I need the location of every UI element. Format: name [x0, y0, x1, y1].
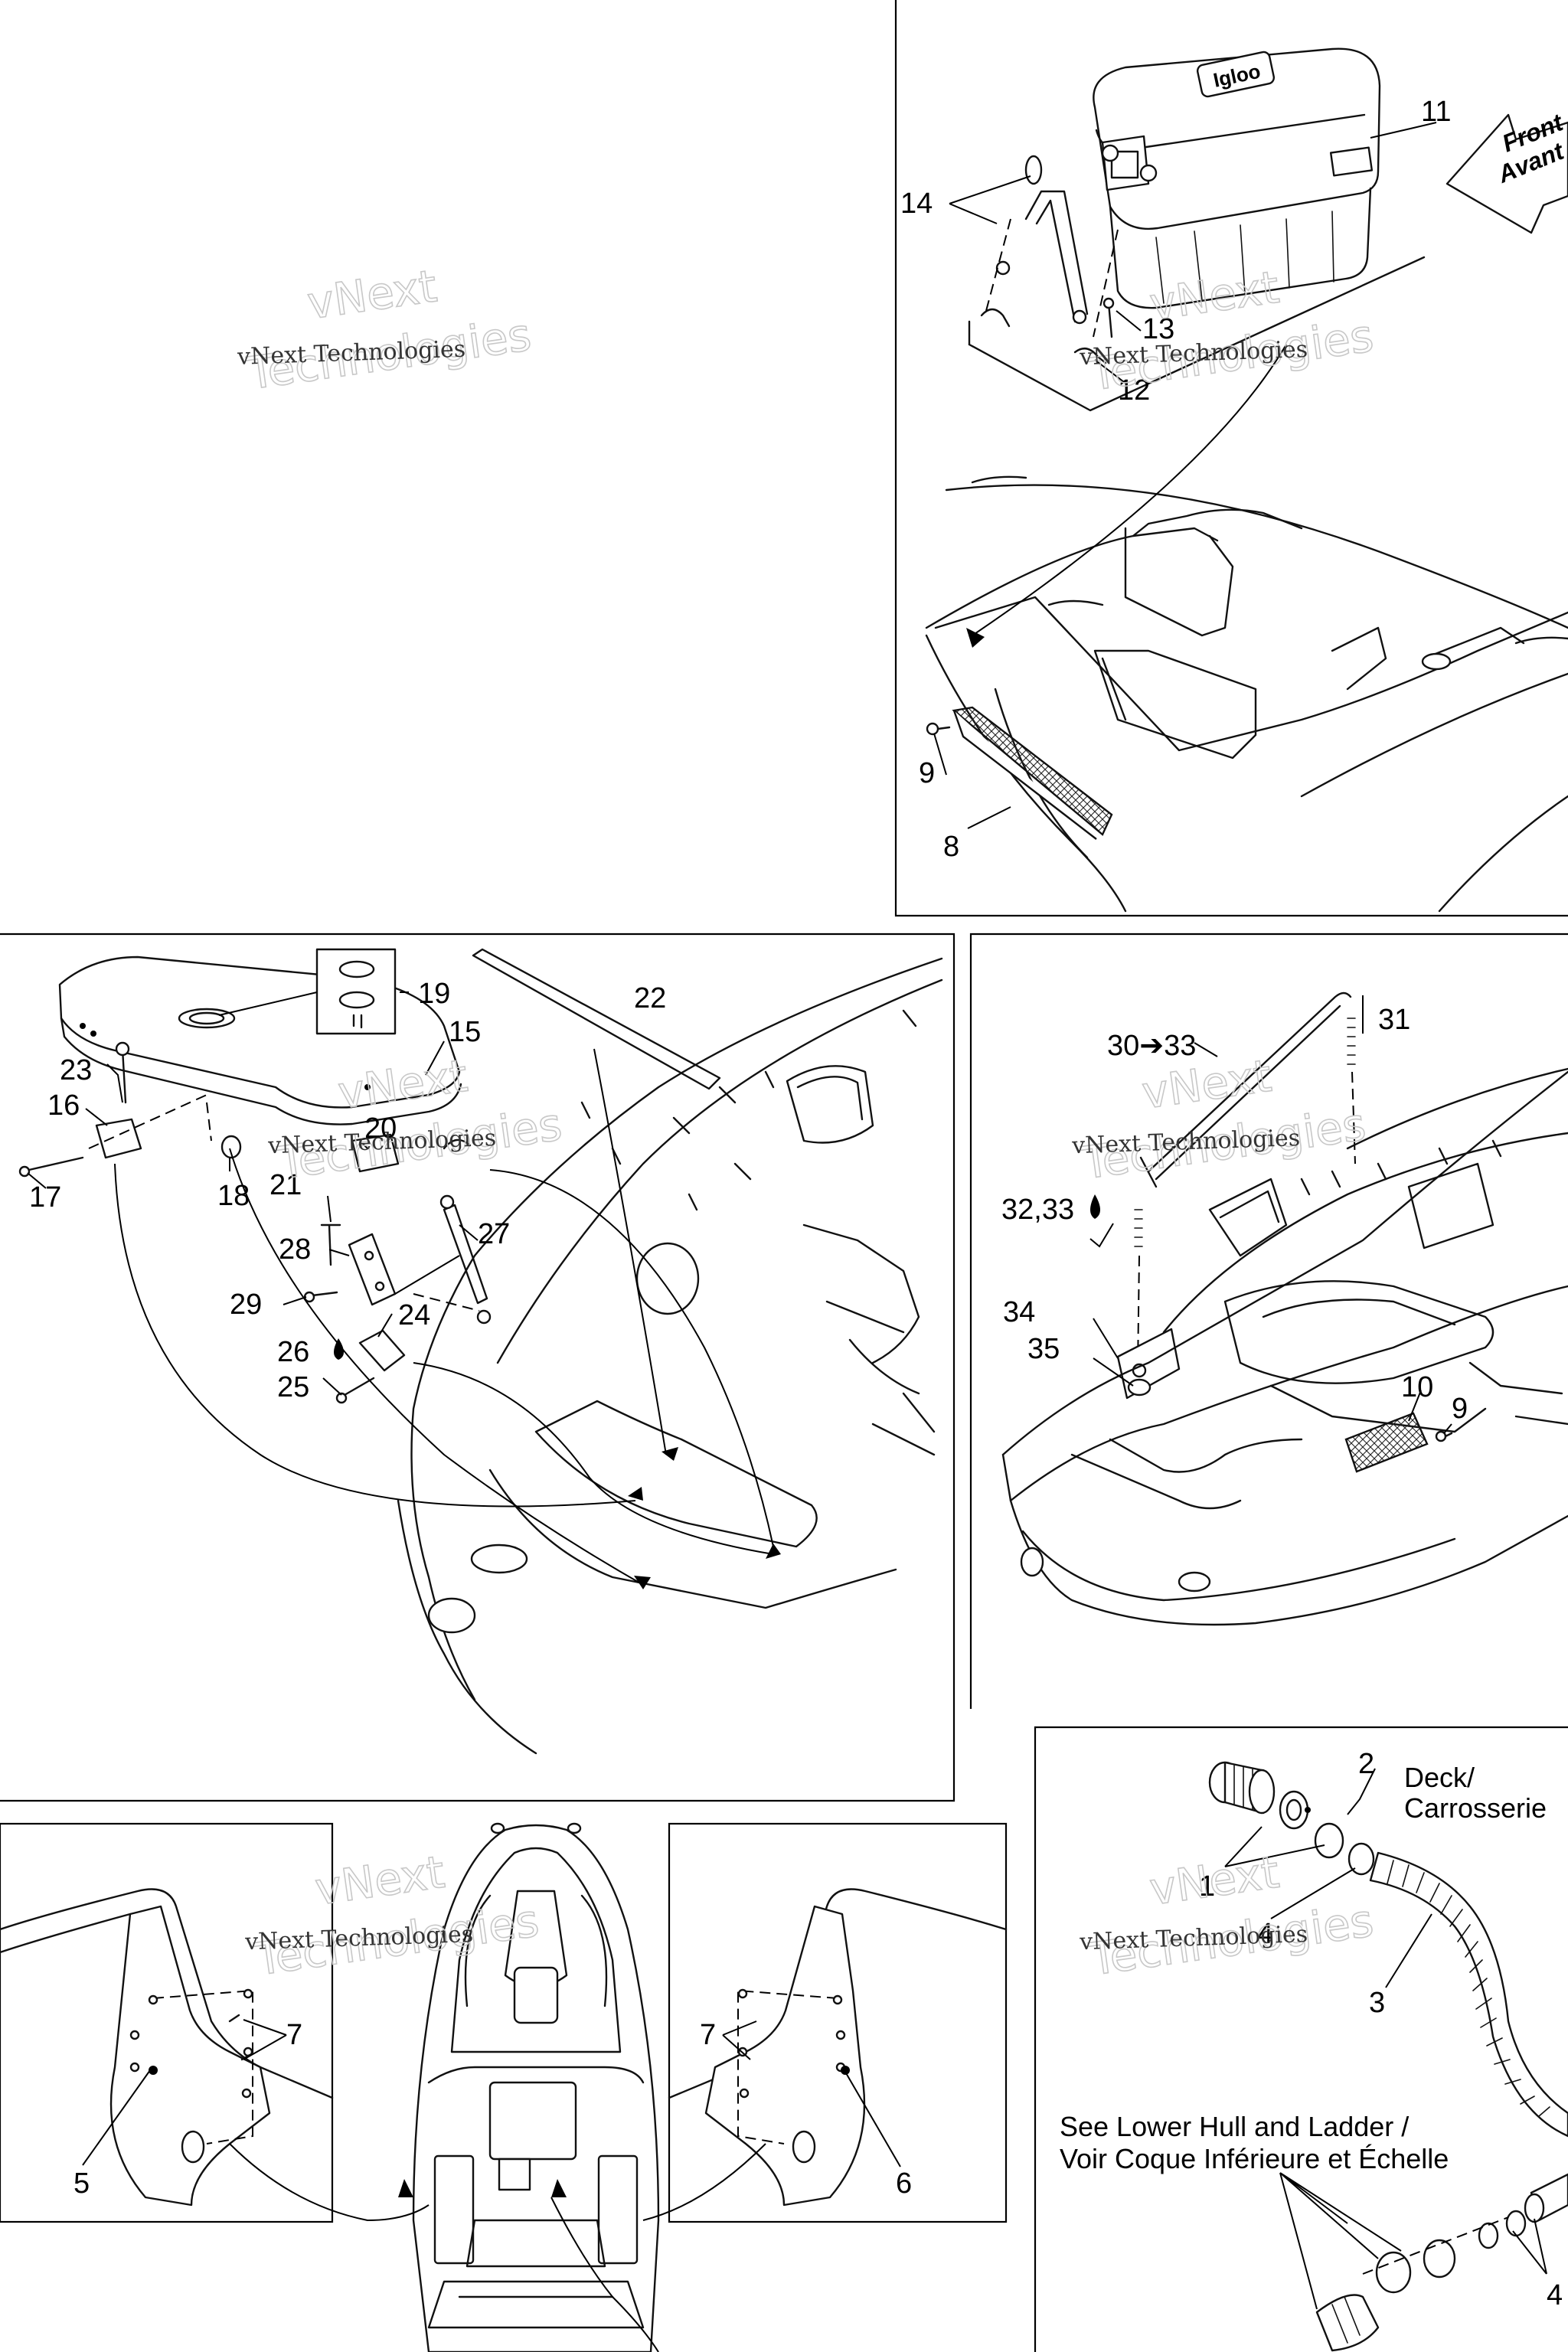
callout-27: 27	[478, 1218, 510, 1250]
callout-18: 18	[217, 1180, 250, 1212]
callout-2: 2	[1358, 1748, 1374, 1780]
see-lower-hull-line2: Voir Coque Inférieure et Échelle	[1060, 2143, 1449, 2174]
watermark: vNext Technologies vNext Technologies	[237, 260, 535, 400]
callout-22: 22	[634, 982, 666, 1014]
callout-12: 12	[1118, 374, 1150, 407]
watermark: vNext Technologies vNext Technologies	[1079, 260, 1377, 401]
callout-4-lower: 4	[1547, 2279, 1563, 2311]
see-lower-hull-line1: See Lower Hull and Ladder /	[1060, 2111, 1409, 2142]
callout-35: 35	[1027, 1333, 1060, 1365]
callout-7-right: 7	[700, 2019, 716, 2051]
vent-hose-panel	[1208, 1761, 1568, 2352]
callout-20: 20	[364, 1112, 397, 1145]
callout-29: 29	[230, 1289, 262, 1321]
drop-icon	[334, 1338, 344, 1360]
callout-30-33: 30➔33	[1107, 1030, 1196, 1062]
svg-text:vNext: vNext	[304, 260, 439, 329]
callout-3: 3	[1369, 1987, 1385, 2019]
callout-10: 10	[1401, 1371, 1433, 1403]
callout-5: 5	[74, 2167, 90, 2200]
svg-text:vNext: vNext	[1146, 261, 1282, 331]
callout-31: 31	[1378, 1004, 1410, 1036]
side-panels	[0, 1888, 1008, 2207]
leader-lines	[27, 122, 1547, 2310]
callout-8: 8	[943, 831, 959, 863]
callout-15: 15	[449, 1016, 481, 1048]
callout-23: 23	[60, 1054, 92, 1086]
callout-6: 6	[896, 2167, 912, 2200]
top-view-watercraft	[229, 1822, 766, 2352]
callout-1: 1	[1199, 1870, 1215, 1903]
callout-19: 19	[418, 978, 450, 1010]
deck-label-line2: Carrosserie	[1404, 1792, 1547, 1824]
callout-11: 11	[1421, 96, 1451, 128]
callout-21: 21	[270, 1169, 302, 1201]
callout-26: 26	[277, 1336, 309, 1368]
callout-28: 28	[279, 1233, 311, 1266]
svg-text:vNext: vNext	[1146, 1846, 1282, 1916]
callout-7-left: 7	[286, 2019, 302, 2051]
callout-24: 24	[398, 1299, 430, 1331]
callout-17: 17	[29, 1181, 61, 1214]
drop-icon	[1090, 1194, 1100, 1219]
front-direction-arrow: Front Avant	[1446, 108, 1568, 234]
callout-16: 16	[47, 1089, 80, 1122]
callout-25: 25	[277, 1371, 309, 1403]
cooler-panel: Igloo Front Avant	[925, 47, 1568, 913]
callout-numbers: 11 14 13 12 9 8 19 22 15 23 16 20 17 18 …	[29, 96, 1563, 2311]
bow-storage-panel	[1001, 991, 1568, 1626]
notes: Deck/ Carrosserie See Lower Hull and Lad…	[1060, 1762, 1547, 2174]
callout-9-top: 9	[919, 757, 935, 789]
callout-14: 14	[900, 188, 933, 220]
callout-4-upper: 4	[1257, 1918, 1273, 1950]
callout-34: 34	[1003, 1296, 1035, 1328]
deck-label-line1: Deck/	[1404, 1762, 1475, 1793]
seat-panel	[18, 948, 943, 1755]
callout-32-33: 32,33	[1001, 1194, 1074, 1226]
callout-9-right: 9	[1452, 1393, 1468, 1425]
callout-13: 13	[1142, 313, 1174, 345]
